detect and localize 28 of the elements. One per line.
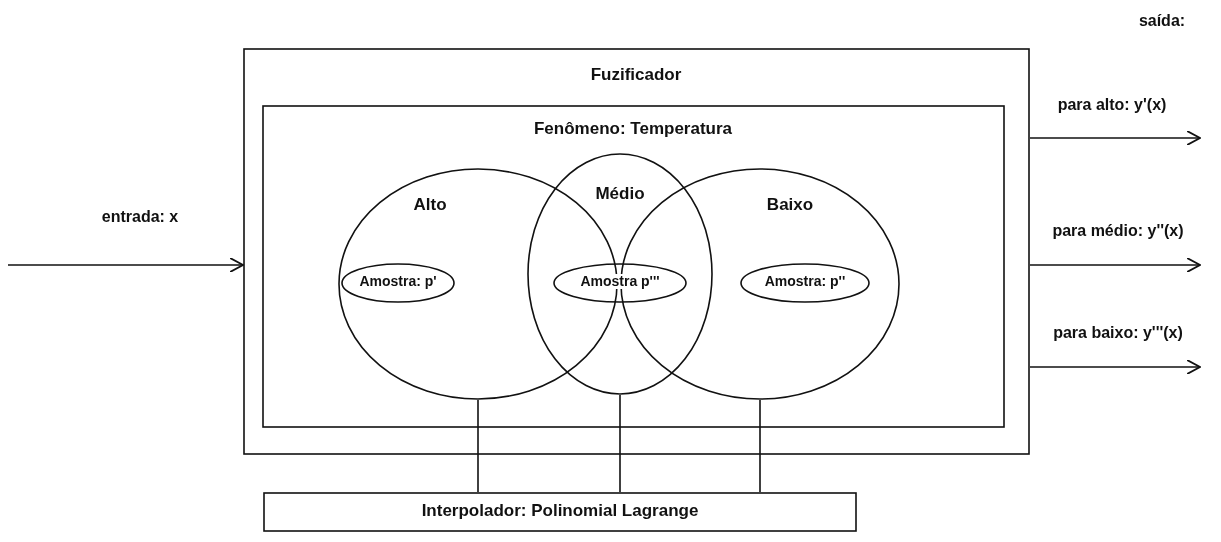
node-title: Fenômeno: Temperatura <box>533 120 733 139</box>
edge-label: entrada: x <box>101 208 179 226</box>
arrow <box>7 257 244 273</box>
phenomenon-box <box>262 105 1005 428</box>
arrow <box>1029 257 1201 273</box>
node-title: Médio <box>595 185 645 204</box>
interpolator-box <box>263 492 857 532</box>
connector-line <box>477 399 479 493</box>
fuzzifier-box <box>243 48 1030 455</box>
arrow <box>1029 359 1201 375</box>
arrow <box>1029 130 1201 146</box>
edge-label: para baixo: y'''(x) <box>1053 324 1183 342</box>
node-title: Interpolador: Polinomial Lagrange <box>421 502 699 521</box>
node-title: Baixo <box>766 196 814 215</box>
edge-label: para alto: y'(x) <box>1057 96 1167 114</box>
node-title: Amostra p''' <box>579 274 661 290</box>
sample-ellipse <box>341 263 455 303</box>
edge-label: para médio: y''(x) <box>1052 222 1184 240</box>
node-title: Amostra: p' <box>358 274 438 290</box>
sample-ellipse <box>740 263 870 303</box>
sample-ellipse <box>553 263 687 303</box>
connector-line <box>759 399 761 493</box>
connector-line <box>619 394 621 493</box>
output-heading: saída: <box>1138 12 1186 30</box>
fuzzy-set-ellipse <box>527 153 713 395</box>
node-title: Fuzificador <box>590 66 682 85</box>
node-title: Alto <box>413 196 447 215</box>
node-title: Amostra: p'' <box>763 274 847 290</box>
